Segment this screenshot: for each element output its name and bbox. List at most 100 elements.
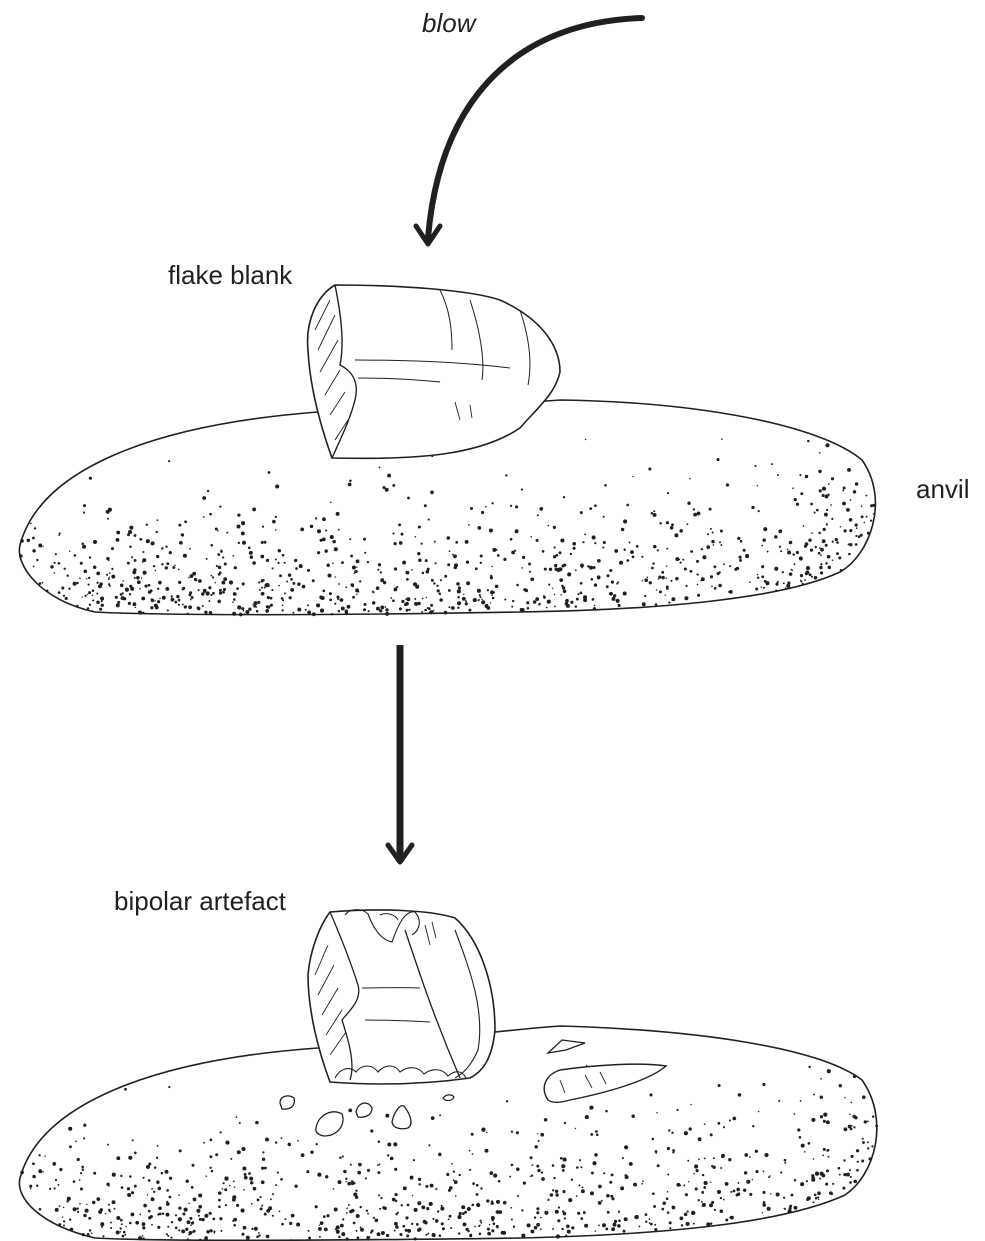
stipple-dot: [348, 1109, 352, 1113]
stipple-dot: [70, 1228, 73, 1231]
stipple-dot: [130, 587, 134, 591]
stipple-dot: [379, 609, 382, 612]
stipple-dot: [252, 507, 256, 511]
stipple-dot: [336, 1230, 340, 1234]
stipple-dot: [453, 555, 457, 559]
stipple-dot: [167, 1226, 169, 1228]
stipple-dot: [787, 551, 791, 555]
stipple-dot: [399, 1233, 402, 1236]
stipple-dot: [584, 1224, 588, 1228]
stipple-dot: [720, 1209, 724, 1213]
stipple-dot: [98, 1210, 102, 1214]
stipple-dot: [860, 534, 863, 537]
stipple-dot: [763, 1170, 765, 1172]
stipple-dot: [383, 581, 386, 584]
stipple-dot: [392, 484, 395, 487]
stipple-dot: [368, 610, 370, 612]
stipple-dot: [278, 585, 280, 587]
stipple-dot: [128, 1156, 132, 1160]
stipple-dot: [158, 1206, 162, 1210]
stipple-dot: [20, 539, 24, 543]
stipple-dot: [165, 587, 169, 591]
stipple-dot: [534, 1216, 536, 1218]
stipple-dot: [806, 1198, 809, 1201]
stipple-dot: [209, 1167, 211, 1169]
flake-blank-label: flake blank: [168, 262, 292, 288]
stipple-dot: [236, 1204, 239, 1207]
stipple-dot: [603, 541, 606, 544]
stipple-dot: [218, 1199, 221, 1202]
stipple-dot: [480, 1222, 482, 1224]
stipple-dot: [686, 1222, 690, 1226]
stipple-dot: [233, 1181, 235, 1183]
stipple-dot: [165, 566, 168, 569]
stipple-dot: [812, 1201, 814, 1203]
stipple-dot: [272, 520, 276, 524]
stipple-dot: [530, 536, 532, 538]
stipple-dot: [811, 1118, 815, 1122]
stipple-dot: [92, 1201, 95, 1204]
stipple-dot: [472, 1182, 475, 1185]
stipple-dot: [206, 1230, 209, 1233]
stipple-dot: [733, 1190, 736, 1193]
stipple-dot: [693, 513, 697, 517]
stipple-dot: [511, 1164, 514, 1167]
stipple-dot: [258, 1232, 260, 1234]
stipple-dot: [470, 507, 473, 510]
stipple-dot: [211, 1170, 214, 1173]
stipple-dot: [280, 1137, 282, 1139]
stipple-dot: [315, 1205, 318, 1208]
stipple-dot: [241, 1147, 245, 1151]
stipple-dot: [597, 575, 601, 579]
stipple-dot: [818, 470, 821, 473]
stipple-dot: [762, 1212, 763, 1213]
stipple-dot: [632, 556, 635, 559]
stipple-dot: [428, 1144, 430, 1146]
stipple-dot: [491, 595, 493, 597]
stipple-dot: [457, 589, 461, 593]
stipple-dot: [191, 1186, 194, 1189]
stipple-dot: [666, 565, 668, 567]
stipple-dot: [555, 1210, 559, 1214]
stipple-dot: [73, 1180, 76, 1183]
stipple-dot: [758, 1111, 759, 1112]
stipple-dot: [69, 550, 71, 552]
stipple-dot: [851, 1102, 853, 1104]
stipple-dot: [178, 599, 181, 602]
stipple-dot: [129, 1222, 132, 1225]
stipple-dot: [706, 1222, 710, 1226]
stipple-dot: [137, 580, 141, 584]
stipple-dot: [475, 567, 478, 570]
stipple-dot: [704, 1157, 706, 1159]
stipple-dot: [175, 1226, 178, 1229]
stipple-dot: [380, 1197, 382, 1199]
stipple-dot: [541, 1177, 545, 1181]
stipple-dot: [635, 1215, 639, 1219]
stipple-dot: [250, 1181, 253, 1184]
stipple-dot: [142, 561, 144, 563]
stipple-dot: [605, 1110, 608, 1113]
stipple-dot: [537, 514, 539, 516]
stipple-dot: [356, 559, 360, 563]
stipple-dot: [100, 1222, 104, 1226]
stipple-dot: [555, 568, 558, 571]
stipple-dot: [264, 1167, 267, 1170]
stipple-dot: [580, 511, 583, 514]
stipple-dot: [567, 572, 571, 576]
stipple-dot: [130, 1212, 134, 1216]
stipple-dot: [143, 571, 147, 575]
stipple-dot: [827, 1069, 831, 1073]
stipple-dot: [153, 1191, 155, 1193]
stipple-dot: [513, 1226, 515, 1228]
stipple-dot: [480, 554, 483, 557]
stipple-dot: [617, 1224, 621, 1228]
stipple-dot: [843, 1127, 847, 1131]
stipple-dot: [543, 596, 546, 599]
stipple-dot: [295, 567, 298, 570]
stipple-dot: [743, 549, 746, 552]
stipple-dot: [250, 555, 253, 558]
stipple-dot: [98, 584, 102, 588]
stipple-dot: [142, 1235, 144, 1237]
stipple-dot: [455, 1195, 457, 1197]
stipple-dot: [225, 1204, 227, 1206]
